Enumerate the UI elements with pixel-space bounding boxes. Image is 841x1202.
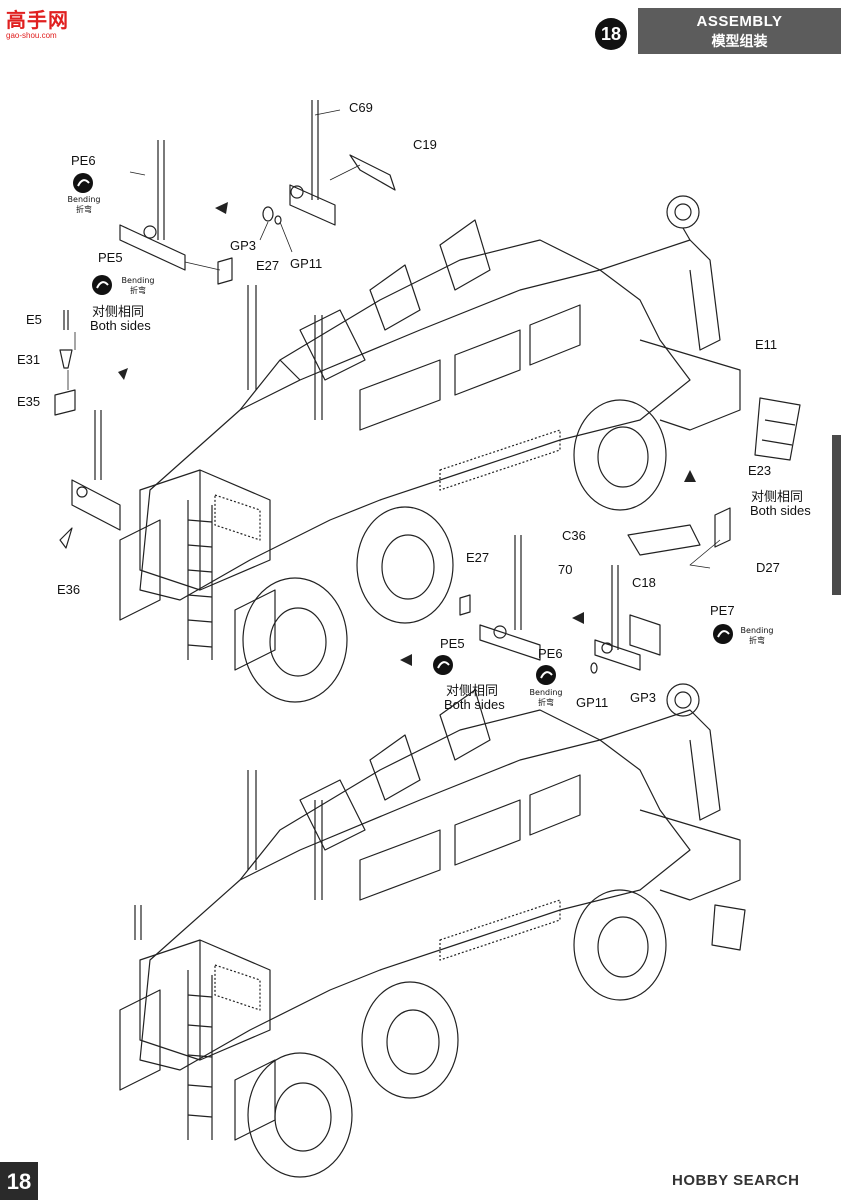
bending-cn: 折弯 [749,636,765,645]
antenna-mount-part-mid [459,535,661,674]
part-label-d27: D27 [756,560,780,575]
part-label-e31: E31 [17,352,41,367]
antenna-bracket-part-left [119,140,233,285]
bending-en: Bending [121,276,155,285]
both-sides-cn-right: 对侧相同 [751,490,804,505]
part-label-gp3-top: GP3 [230,238,257,253]
lower-vehicle-illustration [119,683,746,1178]
part-label-pe7: PE7 [710,603,735,618]
both-sides-en-top: Both sides [90,318,151,333]
rear-step-part [627,507,731,569]
part-label-e27-mid: E27 [466,550,490,565]
section-title-cn: 模型组装 [711,34,768,50]
part-label-e5: E5 [26,312,42,327]
site-logo-text: 高手网 [6,8,69,32]
part-label-pe5-top: PE5 [98,250,123,265]
section-title-en: ASSEMBLY [696,13,783,30]
bending-cn: 折弯 [130,286,146,295]
bending-en: Bending [529,688,563,697]
part-label-c36: C36 [562,528,586,543]
part-label-70: 70 [558,562,573,577]
bending-en: Bending [67,195,101,204]
page-edge-tab [832,435,841,595]
both-sides-en-mid: Both sides [444,697,505,712]
part-label-gp3-mid: GP3 [630,690,657,705]
part-label-c69: C69 [349,100,373,115]
part-label-gp11-mid: GP11 [576,695,609,710]
site-logo: 高手网 gao-shou.com [6,4,76,44]
part-label-gp11-top: GP11 [290,256,323,271]
both-sides-en-right: Both sides [750,503,811,518]
direction-arrows [118,202,696,666]
upper-vehicle-illustration [119,195,801,703]
section-title-box: ASSEMBLY 模型组装 [638,8,841,54]
step-number-badge: 18 [595,18,627,50]
part-label-e23: E23 [748,463,772,478]
part-label-c18: C18 [632,575,656,590]
bending-cn: 折弯 [538,698,554,707]
part-label-pe6-mid: PE6 [538,646,563,661]
part-label-e35: E35 [17,394,41,409]
part-label-pe5-mid: PE5 [440,636,465,651]
bending-cn: 折弯 [76,205,92,214]
bending-en: Bending [740,626,774,635]
part-label-pe6-top: PE6 [71,153,96,168]
hobby-search-watermark: HOBBY SEARCH [672,1172,800,1189]
part-label-e36: E36 [57,582,81,597]
both-sides-cn-top: 对侧相同 [92,305,145,320]
antenna-mount-part-top [259,100,396,253]
part-label-c19: C19 [413,137,437,152]
antenna-assembly-part-left [54,310,121,549]
part-label-e27-top: E27 [256,258,280,273]
page-number: 18 [0,1162,38,1200]
part-label-e11: E11 [755,337,778,352]
bending-icons [73,173,733,685]
both-sides-cn-mid: 对侧相同 [446,684,499,699]
site-logo-url: gao-shou.com [6,31,57,40]
